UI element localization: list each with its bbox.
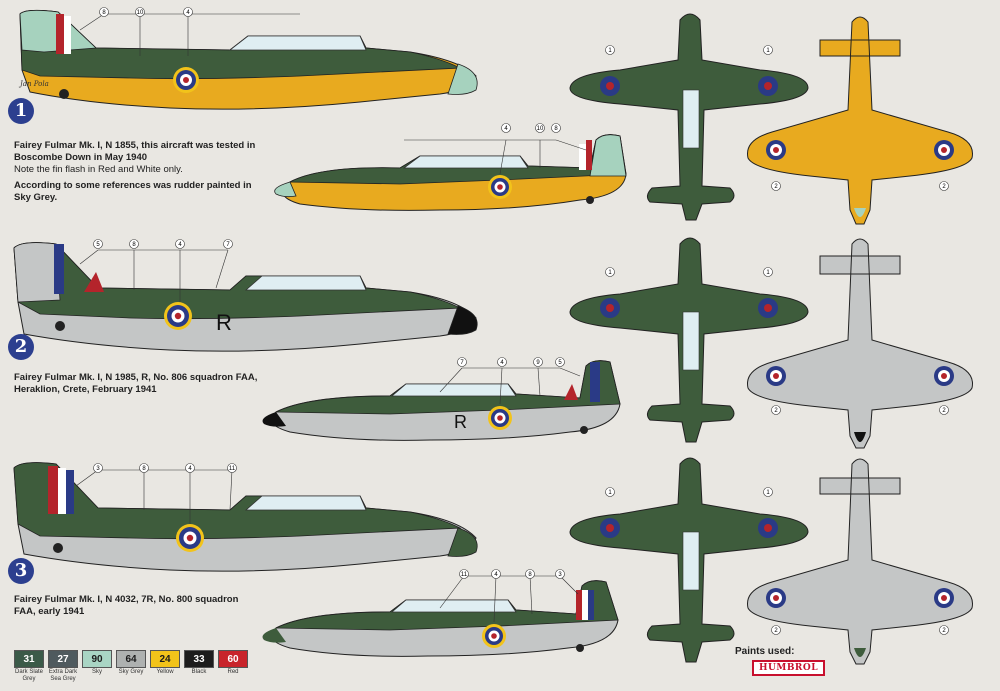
paint-code: 33 — [184, 650, 214, 668]
paint-code: 60 — [218, 650, 248, 668]
callout-number: 4 — [188, 466, 192, 472]
callout-number: 2 — [774, 628, 778, 634]
scheme-1-side-lower — [274, 134, 627, 211]
callout-number: 3 — [558, 572, 562, 578]
callout-markers: 8 10 4 4 10 8 5 8 4 7 7 4 9 5 3 8 4 11 1… — [93, 7, 949, 635]
scheme-2-upper-code-letter: R — [216, 310, 232, 335]
paint-chip: 27 Extra Dark Sea Grey — [48, 650, 78, 683]
scheme-1-extra: According to some references was rudder … — [14, 180, 252, 203]
artist-signature: Jan Pola — [20, 80, 49, 88]
callout-number: 9 — [536, 360, 540, 366]
scheme-2-plan-bottom — [747, 238, 973, 449]
scheme-1-plan-top — [569, 13, 809, 221]
callout-number: 4 — [500, 360, 504, 366]
scheme-3-plan-bottom — [747, 458, 973, 665]
paint-name: Red — [227, 669, 239, 675]
scheme-1-note: Note the fin flash in Red and White only… — [14, 164, 183, 175]
paint-name: Extra Dark Sea Grey — [48, 669, 78, 682]
paint-chip: 33 Black — [184, 650, 214, 683]
paint-name: Black — [191, 669, 207, 675]
callout-number: 8 — [132, 242, 136, 248]
scheme-1-badge: 1 — [8, 98, 34, 124]
callout-number: 2 — [774, 184, 778, 190]
paint-code: 90 — [82, 650, 112, 668]
callout-number: 7 — [226, 242, 230, 248]
callout-number: 11 — [461, 572, 468, 578]
scheme-2-side-lower: R — [262, 360, 621, 441]
callout-number: 5 — [96, 242, 100, 248]
callout-number: 8 — [102, 10, 106, 16]
scheme-2-caption: Fairey Fulmar Mk. I, N 1985, R, No. 806 … — [14, 372, 264, 396]
scheme-1-title: Fairey Fulmar Mk. I, N 1855, this aircra… — [14, 140, 256, 163]
humbrol-logo: HUMBROL — [752, 660, 826, 676]
callout-number: 11 — [229, 466, 236, 472]
scheme-2-title: Fairey Fulmar Mk. I, N 1985, R, No. 806 … — [14, 372, 258, 395]
scheme-2-badge: 2 — [8, 334, 34, 360]
scheme-2-plan-top — [569, 237, 809, 443]
scheme-3-title: Fairey Fulmar Mk. I, N 4032, 7R, No. 800… — [14, 594, 239, 617]
callout-number: 2 — [942, 408, 946, 414]
scheme-3-caption: Fairey Fulmar Mk. I, N 4032, 7R, No. 800… — [14, 594, 254, 618]
callout-number: 8 — [528, 572, 532, 578]
callout-number: 1 — [766, 48, 770, 54]
paint-chip: 24 Yellow — [150, 650, 180, 683]
paint-chip: 90 Sky — [82, 650, 112, 683]
callout-number: 10 — [137, 10, 144, 16]
paint-code: 27 — [48, 650, 78, 668]
paints-used-label: Paints used: — [735, 646, 795, 657]
callout-number: 1 — [608, 270, 612, 276]
callout-number: 4 — [494, 572, 498, 578]
scheme-3-side-lower — [262, 575, 619, 657]
paint-chip: 31 Dark Slate Grey — [14, 650, 44, 683]
callout-number: 2 — [942, 184, 946, 190]
paint-code: 64 — [116, 650, 146, 668]
paint-chip: 64 Sky Grey — [116, 650, 146, 683]
scheme-3-plan-top — [569, 457, 809, 663]
callout-number: 3 — [96, 466, 100, 472]
callout-number: 10 — [537, 126, 544, 132]
callout-number: 7 — [460, 360, 464, 366]
callout-number: 4 — [186, 10, 190, 16]
paint-chip: 60 Red — [218, 650, 248, 683]
paint-name: Dark Slate Grey — [14, 669, 43, 682]
scheme-2-lower-code-letter: R — [454, 412, 467, 432]
callout-number: 2 — [942, 628, 946, 634]
scheme-1-side-upper — [19, 9, 478, 110]
scheme-3-badge: 3 — [8, 558, 34, 584]
paint-name: Yellow — [156, 669, 174, 675]
callout-number: 4 — [178, 242, 182, 248]
scheme-1-plan-bottom — [747, 16, 973, 225]
paint-name: Sky — [91, 669, 102, 675]
callout-number: 1 — [766, 490, 770, 496]
callout-number: 5 — [558, 360, 562, 366]
callout-number: 1 — [608, 48, 612, 54]
paint-chips: 31 Dark Slate Grey 27 Extra Dark Sea Gre… — [14, 650, 248, 683]
scheme-3-side-upper — [13, 462, 478, 572]
callout-number: 8 — [554, 126, 558, 132]
callout-number: 4 — [504, 126, 508, 132]
paint-code: 24 — [150, 650, 180, 668]
callout-number: 1 — [766, 270, 770, 276]
paint-name: Sky Grey — [118, 669, 144, 675]
scheme-2-side-upper: R — [13, 242, 478, 352]
callout-number: 1 — [608, 490, 612, 496]
scheme-1-caption: Fairey Fulmar Mk. I, N 1855, this aircra… — [14, 140, 264, 204]
callout-number: 8 — [142, 466, 146, 472]
callout-number: 2 — [774, 408, 778, 414]
paint-code: 31 — [14, 650, 44, 668]
